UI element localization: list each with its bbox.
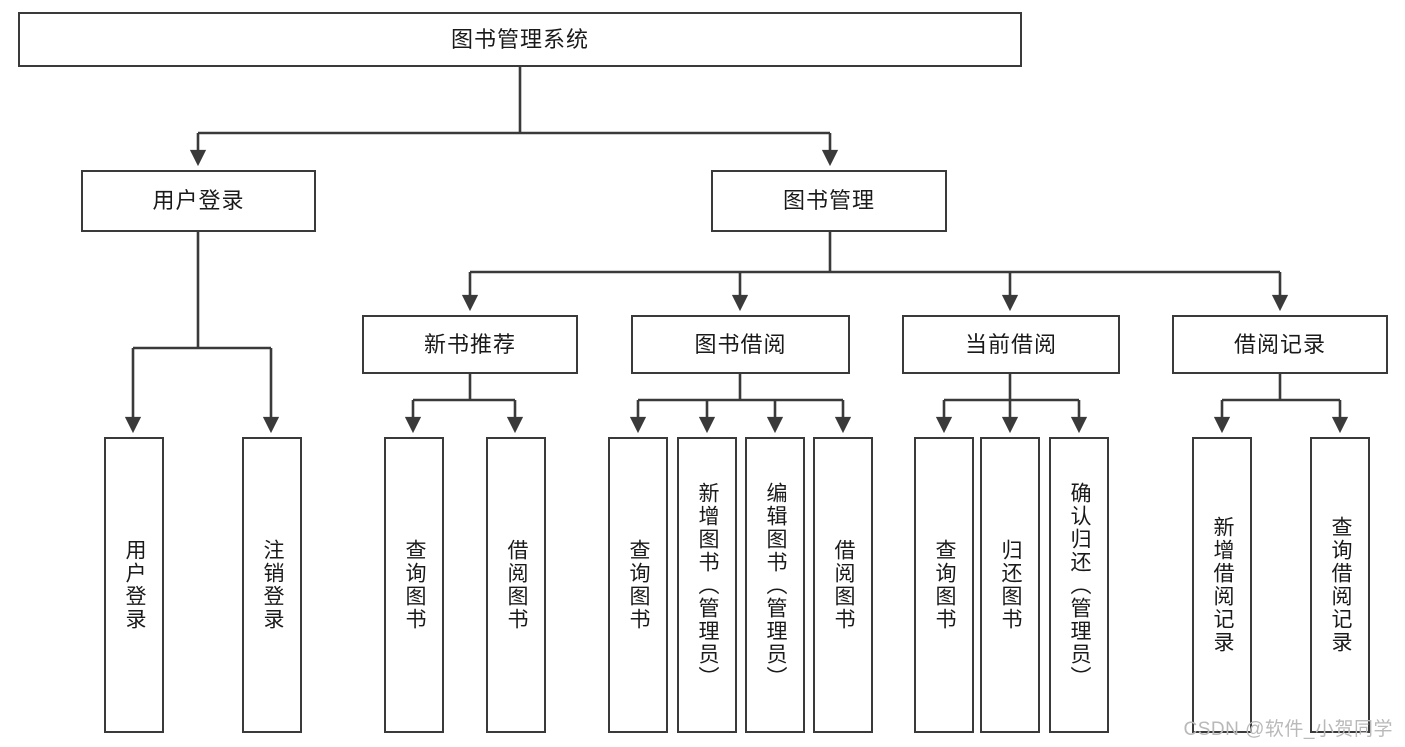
node-leaf-borrow-book-2-label: 借阅图书 xyxy=(832,539,856,631)
node-user-login-label: 用户登录 xyxy=(152,188,245,213)
node-root-label: 图书管理系统 xyxy=(450,26,589,52)
node-new-book-recommend[interactable]: 新书推荐 xyxy=(362,315,578,374)
node-leaf-logout-login[interactable]: 注销登录 xyxy=(242,437,302,733)
node-leaf-edit-book-admin[interactable]: 编辑图书（管理员） xyxy=(745,437,805,733)
node-leaf-confirm-return-admin-label: 确认归还（管理员） xyxy=(1068,481,1092,689)
node-leaf-add-borrow-record-label: 新增借阅记录 xyxy=(1211,516,1235,654)
node-leaf-query-book-1[interactable]: 查询图书 xyxy=(384,437,444,733)
node-leaf-return-book-label: 归还图书 xyxy=(999,539,1023,631)
node-book-borrow[interactable]: 图书借阅 xyxy=(631,315,850,374)
node-leaf-add-book-admin-label: 新增图书（管理员） xyxy=(696,481,720,689)
node-book-management-label: 图书管理 xyxy=(782,188,875,213)
node-leaf-query-borrow-record-label: 查询借阅记录 xyxy=(1329,516,1353,654)
node-leaf-logout-login-label: 注销登录 xyxy=(261,539,285,631)
node-new-book-recommend-label: 新书推荐 xyxy=(423,331,516,357)
node-leaf-user-login[interactable]: 用户登录 xyxy=(104,437,164,733)
node-borrow-record[interactable]: 借阅记录 xyxy=(1172,315,1388,374)
node-user-login[interactable]: 用户登录 xyxy=(81,170,316,232)
node-leaf-query-book-2-label: 查询图书 xyxy=(627,539,651,631)
node-leaf-borrow-book-1[interactable]: 借阅图书 xyxy=(486,437,546,733)
node-leaf-borrow-book-1-label: 借阅图书 xyxy=(505,539,529,631)
node-leaf-query-book-3[interactable]: 查询图书 xyxy=(914,437,974,733)
node-book-borrow-label: 图书借阅 xyxy=(694,331,787,357)
node-current-borrow[interactable]: 当前借阅 xyxy=(902,315,1120,374)
node-leaf-query-book-3-label: 查询图书 xyxy=(933,539,957,631)
node-leaf-add-book-admin[interactable]: 新增图书（管理员） xyxy=(677,437,737,733)
node-leaf-query-book-2[interactable]: 查询图书 xyxy=(608,437,668,733)
node-leaf-query-borrow-record[interactable]: 查询借阅记录 xyxy=(1310,437,1370,733)
node-book-management[interactable]: 图书管理 xyxy=(711,170,947,232)
node-leaf-edit-book-admin-label: 编辑图书（管理员） xyxy=(764,481,788,689)
node-leaf-borrow-book-2[interactable]: 借阅图书 xyxy=(813,437,873,733)
node-borrow-record-label: 借阅记录 xyxy=(1233,331,1326,357)
node-leaf-user-login-label: 用户登录 xyxy=(123,539,147,631)
node-leaf-add-borrow-record[interactable]: 新增借阅记录 xyxy=(1192,437,1252,733)
node-leaf-confirm-return-admin[interactable]: 确认归还（管理员） xyxy=(1049,437,1109,733)
node-root[interactable]: 图书管理系统 xyxy=(18,12,1022,67)
node-leaf-return-book[interactable]: 归还图书 xyxy=(980,437,1040,733)
node-current-borrow-label: 当前借阅 xyxy=(964,331,1057,357)
node-leaf-query-book-1-label: 查询图书 xyxy=(403,539,427,631)
